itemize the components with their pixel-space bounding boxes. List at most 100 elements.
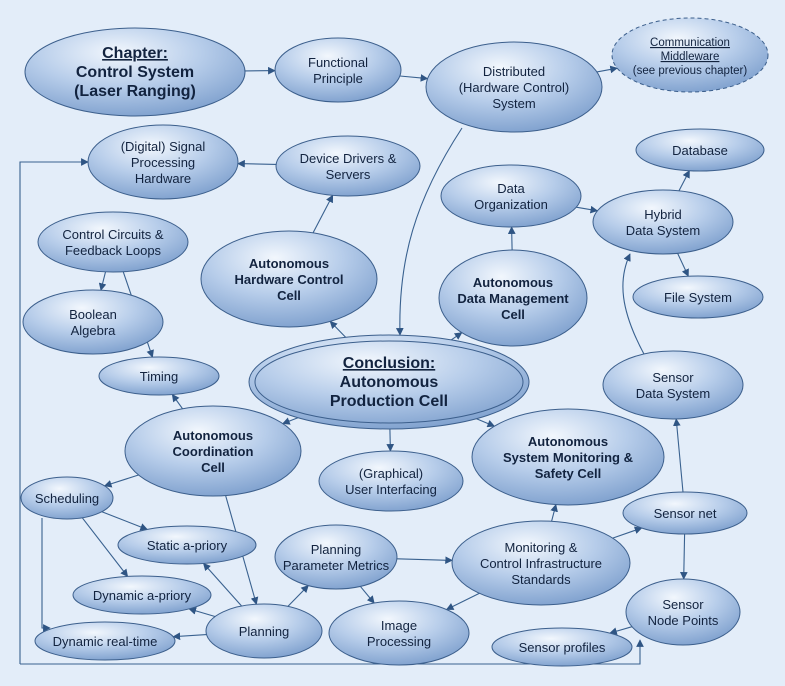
edge-distributed-system-to-communication-middleware [596, 65, 618, 74]
node-shape-sensor-profiles [491, 627, 633, 667]
node-label-planning: Planning [239, 624, 290, 639]
node-sensor-profiles: Sensor profiles [491, 627, 633, 667]
edge-scheduling-to-dynamic-apriori [81, 517, 129, 578]
node-label-hybrid-data-system: Data System [626, 223, 700, 238]
node-shape-file-system [632, 275, 764, 319]
node-label-boolean-algebra: Boolean [69, 307, 117, 322]
node-label-sensor-node-points: Sensor [662, 597, 704, 612]
node-label-boolean-algebra: Algebra [71, 323, 117, 338]
node-label-autonomous-coordination-cell: Cell [201, 460, 225, 475]
node-sensor-net: Sensor net [622, 491, 748, 535]
edge-scheduling-to-static-apriori [101, 511, 149, 531]
node-label-communication-middleware: (see previous chapter) [633, 65, 748, 77]
node-label-communication-middleware: Communication [650, 37, 730, 49]
node-label-conclusion: Production Cell [330, 393, 448, 410]
node-shape-communication-middleware [611, 17, 769, 93]
edge-conclusion-to-autonomous-coordination-cell [282, 417, 299, 425]
node-label-functional-principle: Functional [308, 55, 368, 70]
node-label-image-processing: Image [381, 618, 417, 633]
node-shape-control-circuits [37, 211, 189, 273]
node-shape-scheduling [20, 476, 114, 520]
node-planning: Planning [205, 603, 323, 659]
node-label-dynamic-apriori: Dynamic a-priory [93, 588, 192, 603]
node-label-functional-principle: Principle [313, 71, 363, 86]
edge-planning-to-planning-metrics [287, 584, 309, 607]
edge-monitoring-standards-to-sensor-net [612, 526, 643, 539]
edge-sensor-net-to-sensor-node-points [679, 533, 688, 580]
node-label-sensor-profiles: Sensor profiles [519, 640, 606, 655]
edge-data-organization-to-hybrid-data-system [576, 205, 599, 214]
node-label-autonomous-data-cell: Cell [501, 307, 525, 322]
node-shape-device-drivers [275, 135, 421, 197]
edge-control-circuits-to-boolean-algebra [98, 271, 107, 291]
edge-scheduling-to-dynamic-realtime [41, 518, 51, 632]
node-dynamic-realtime: Dynamic real-time [34, 621, 176, 661]
edge-autonomous-coordination-cell-to-scheduling [103, 474, 139, 488]
edge-conclusion-to-graphical-ui [386, 428, 395, 452]
node-label-autonomous-coordination-cell: Coordination [173, 444, 254, 459]
node-label-distributed-system: System [492, 96, 535, 111]
nodes-layer: Chapter: Control System (Laser Ranging) Fun… [20, 17, 769, 667]
node-shape-graphical-ui [318, 450, 464, 512]
node-label-sensor-node-points: Node Points [648, 613, 719, 628]
node-label-signal-processing: Hardware [135, 171, 191, 186]
node-label-dynamic-realtime: Dynamic real-time [53, 634, 158, 649]
node-shape-static-apriori [117, 525, 257, 565]
node-shape-dynamic-realtime [34, 621, 176, 661]
edge-distributed-system-to-conclusion [395, 127, 463, 336]
node-label-planning-metrics: Parameter Metrics [283, 558, 390, 573]
edge-left-return-to-signal-processing [19, 158, 89, 664]
edge-planning-metrics-to-image-processing [359, 585, 375, 604]
node-label-autonomous-coordination-cell: Autonomous [173, 428, 253, 443]
edge-sensor-data-system-to-hybrid-data-system [622, 253, 646, 357]
edge-monitoring-standards-to-autonomous-monitoring-cell [550, 503, 558, 522]
edge-planning-to-dynamic-realtime [172, 632, 207, 641]
node-shape-sensor-data-system [602, 350, 744, 420]
node-shape-autonomous-coordination-cell [124, 405, 302, 497]
node-label-autonomous-data-cell: Autonomous [473, 275, 553, 290]
node-label-autonomous-data-cell: Data Management [457, 291, 569, 306]
edge-conclusion-to-autonomous-monitoring-cell [476, 418, 496, 428]
edge-hybrid-data-system-to-file-system [677, 253, 689, 277]
node-label-signal-processing: Processing [131, 155, 195, 170]
node-graphical-ui: (Graphical)User Interfacing [318, 450, 464, 512]
node-inner-ring-conclusion [254, 340, 524, 424]
node-label-chapter: Control System [76, 64, 194, 81]
edge-planning-to-dynamic-apriori [188, 607, 216, 618]
node-label-chapter: (Laser Ranging) [74, 83, 196, 100]
edge-hybrid-data-system-to-database [678, 170, 690, 192]
node-label-communication-middleware: Middleware [661, 51, 720, 63]
node-label-chapter: Chapter: [102, 45, 168, 62]
node-label-image-processing: Processing [367, 634, 431, 649]
node-control-circuits: Control Circuits &Feedback Loops [37, 211, 189, 273]
node-label-device-drivers: Device Drivers & [300, 151, 397, 166]
edge-conclusion-to-autonomous-hardware-cell [329, 320, 346, 338]
edge-bottom-return-line [20, 639, 644, 665]
node-label-autonomous-monitoring-cell: Autonomous [528, 434, 608, 449]
node-dynamic-apriori: Dynamic a-priory [72, 575, 212, 615]
node-label-autonomous-monitoring-cell: System Monitoring & [503, 450, 633, 465]
node-shape-sensor-node-points [625, 578, 741, 646]
node-device-drivers: Device Drivers &Servers [275, 135, 421, 197]
node-label-data-organization: Organization [474, 197, 548, 212]
node-label-monitoring-standards: Control Infrastructure [480, 556, 602, 571]
node-shape-boolean-algebra [22, 289, 164, 355]
node-label-autonomous-monitoring-cell: Safety Cell [535, 466, 601, 481]
node-label-signal-processing: (Digital) Signal [121, 139, 206, 154]
node-monitoring-standards: Monitoring &Control InfrastructureStanda… [451, 520, 631, 606]
node-label-database: Database [672, 143, 728, 158]
node-shape-chapter [24, 27, 246, 117]
node-label-hybrid-data-system: Hybrid [644, 207, 682, 222]
node-label-distributed-system: (Hardware Control) [459, 80, 570, 95]
